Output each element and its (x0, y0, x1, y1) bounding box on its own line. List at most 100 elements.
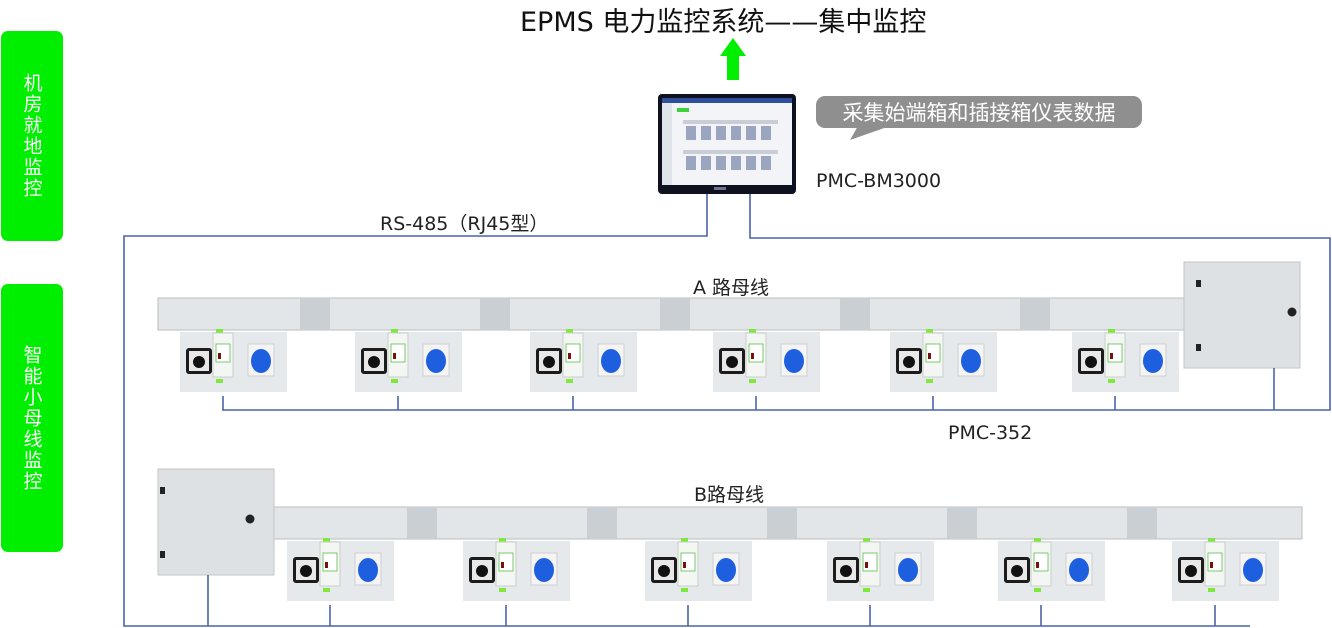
hinge-icon (160, 487, 165, 494)
tap-box (827, 538, 934, 601)
feeder-box (1183, 261, 1301, 369)
meter-led (568, 353, 571, 359)
side-label-local-text: 机房就地监控 (20, 73, 43, 199)
hmi-panel (658, 94, 796, 194)
hmi-mini-tapbox (701, 156, 711, 170)
meter-led (865, 562, 868, 568)
socket-cover-icon (601, 349, 621, 373)
busbar-joint (300, 298, 330, 330)
hmi-mini-tapbox (746, 126, 756, 140)
upload-arrow-icon (720, 38, 746, 80)
socket-cover-icon (961, 349, 981, 373)
hmi-mini-tapbox (686, 156, 696, 170)
meter-terminal (566, 379, 573, 383)
switch-knob-icon (193, 356, 205, 368)
hmi-mini-tapbox (731, 156, 741, 170)
rs485-wiring (123, 194, 1331, 627)
meter-led (325, 562, 328, 568)
switch-knob-icon (658, 565, 670, 577)
switch-knob-icon (1011, 565, 1023, 577)
tap-box (645, 538, 752, 601)
hmi-mini-tapbox (761, 156, 771, 170)
socket-cover-icon (358, 558, 378, 582)
feeder-box-body (1183, 261, 1301, 369)
meter-terminal (1108, 329, 1115, 333)
tap-box (355, 329, 462, 392)
busway-b (157, 468, 1303, 626)
tap-box (463, 538, 570, 601)
meter-led (1036, 562, 1039, 568)
meter-terminal (749, 329, 756, 333)
meter-terminal (926, 379, 933, 383)
socket-cover-icon (716, 558, 736, 582)
hmi-mini-tapbox (701, 126, 711, 140)
meter-terminal (323, 588, 330, 592)
switch-knob-icon (476, 565, 488, 577)
busbar-joint (947, 507, 977, 539)
callout-text: 采集始端箱和插接箱仪表数据 (842, 101, 1116, 125)
hmi-mini-tapbox (686, 126, 696, 140)
tap-box (287, 538, 394, 601)
tap-box (1072, 329, 1179, 392)
comm-protocol-label: RS-485（RJ45型） (380, 213, 549, 235)
meter-terminal (323, 538, 330, 542)
tap-box (713, 329, 820, 392)
busbar-joint (660, 298, 690, 330)
meter-led (1210, 562, 1213, 568)
switch-knob-icon (543, 356, 555, 368)
meter-led (393, 353, 396, 359)
switch-knob-icon (300, 565, 312, 577)
meter-terminal (1034, 538, 1041, 542)
feeder-box-body (157, 468, 275, 576)
meter-terminal (1034, 588, 1041, 592)
socket-cover-icon (1069, 558, 1089, 582)
hmi-mini-tapbox (716, 126, 726, 140)
socket-cover-icon (1243, 558, 1263, 582)
socket-cover-icon (898, 558, 918, 582)
socket-cover-icon (1143, 349, 1163, 373)
data-collection-callout: 采集始端箱和插接箱仪表数据 (816, 96, 1142, 128)
meter-terminal (749, 379, 756, 383)
tap-box (890, 329, 997, 392)
meter-terminal (216, 379, 223, 383)
switch-knob-icon (368, 356, 380, 368)
socket-cover-icon (426, 349, 446, 373)
page-title: EPMS 电力监控系统——集中监控 (520, 7, 927, 38)
busbar-joint (1020, 298, 1050, 330)
meter-terminal (1208, 588, 1215, 592)
switch-knob-icon (726, 356, 738, 368)
meter-led (751, 353, 754, 359)
socket-cover-icon (784, 349, 804, 373)
hmi-mini-tapbox (761, 126, 771, 140)
switch-knob-icon (1185, 565, 1197, 577)
tap-box (1172, 538, 1279, 601)
tap-box (998, 538, 1105, 601)
busbar-joint (587, 507, 617, 539)
busbar-joint (480, 298, 510, 330)
hinge-icon (160, 551, 165, 558)
switch-knob-icon (840, 565, 852, 577)
meter-terminal (391, 329, 398, 333)
socket-cover-icon (534, 558, 554, 582)
meter-model-label: PMC-352 (948, 422, 1033, 444)
meter-terminal (499, 538, 506, 542)
hmi-model-label: PMC-BM3000 (816, 170, 942, 192)
side-label-busway-text: 智能小母线监控 (20, 344, 43, 492)
switch-knob-icon (1085, 356, 1097, 368)
side-label-busway-monitoring: 智能小母线监控 (1, 284, 63, 552)
meter-terminal (863, 538, 870, 542)
wire-hmi-right (222, 194, 1331, 411)
meter-led (928, 353, 931, 359)
switch-knob-icon (903, 356, 915, 368)
meter-terminal (863, 588, 870, 592)
meter-terminal (681, 588, 688, 592)
meter-terminal (216, 329, 223, 333)
tap-box (530, 329, 637, 392)
meter-terminal (499, 588, 506, 592)
meter-led (501, 562, 504, 568)
meter-led (218, 353, 221, 359)
hinge-icon (1196, 280, 1201, 287)
busbar-joint (767, 507, 797, 539)
meter-terminal (391, 379, 398, 383)
hinge-icon (1196, 344, 1201, 351)
